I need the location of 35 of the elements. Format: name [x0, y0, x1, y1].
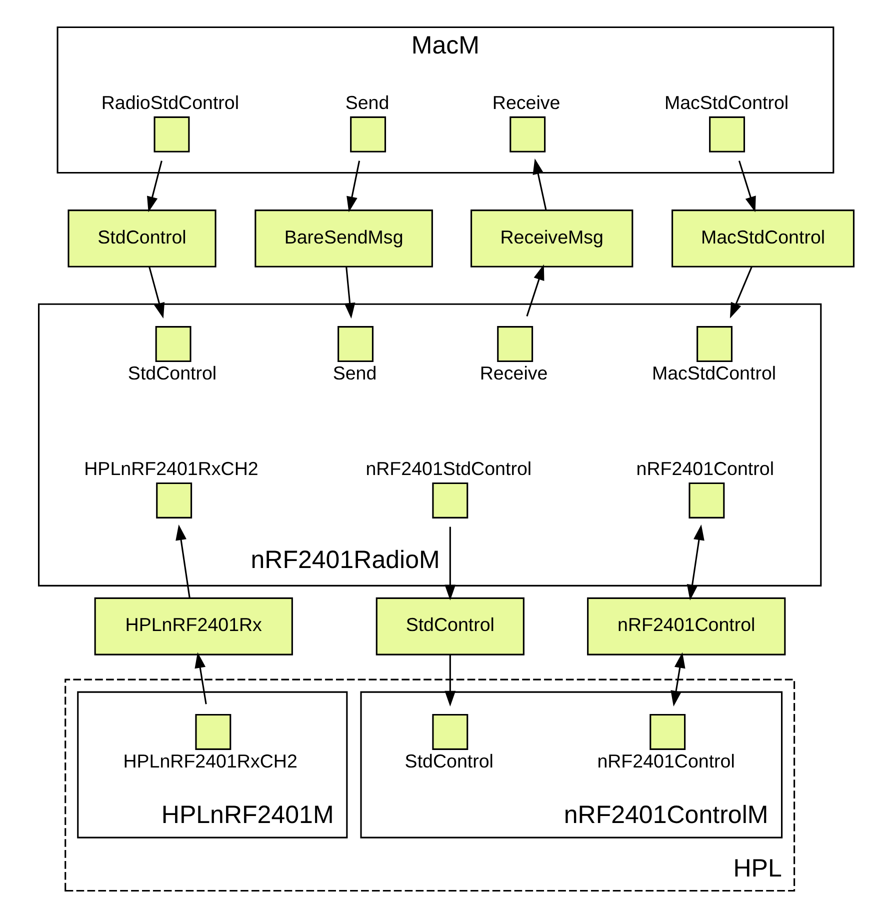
node-label: HPLnRF2401RxCH2 [84, 458, 258, 479]
node-box: MacStdControl [671, 210, 854, 268]
arrow [194, 652, 206, 704]
node-label: MacStdControl [651, 362, 776, 384]
node-label: Send [332, 362, 376, 384]
node-box: ReceiveMsg [470, 210, 633, 268]
node-box: StdControl [67, 210, 216, 268]
arrow [346, 160, 360, 212]
node-box: StdControl [375, 597, 524, 656]
node-box: nRF2401Control [586, 597, 786, 656]
node-box: HPLnRF2401Rx [94, 597, 292, 656]
node-label: nRF2401Control [636, 458, 774, 479]
node-label: nRF2401StdControl [365, 458, 532, 479]
arrow [344, 266, 355, 319]
arrow [444, 526, 456, 600]
node-label: nRF2401Control [596, 750, 734, 772]
node-label: StdControl [127, 362, 216, 384]
node-label: HPLnRF2401RxCH2 [122, 750, 297, 772]
arrow [532, 158, 546, 210]
node-label: StdControl [404, 750, 493, 772]
node-label: Send [344, 92, 389, 113]
arrow [670, 652, 685, 707]
arrow [148, 266, 164, 319]
arrow [686, 524, 704, 600]
node-label: Receive [492, 92, 560, 113]
node-label: RadioStdControl [100, 92, 239, 113]
arrow [175, 524, 190, 598]
arrow [146, 160, 162, 212]
node-label: MacStdControl [664, 92, 788, 113]
arrow [526, 264, 544, 316]
node-box: BareSendMsg [254, 210, 432, 268]
node-label: Receive [479, 362, 548, 384]
arrow [444, 654, 456, 707]
arrow [738, 160, 756, 212]
arrow [729, 266, 752, 318]
